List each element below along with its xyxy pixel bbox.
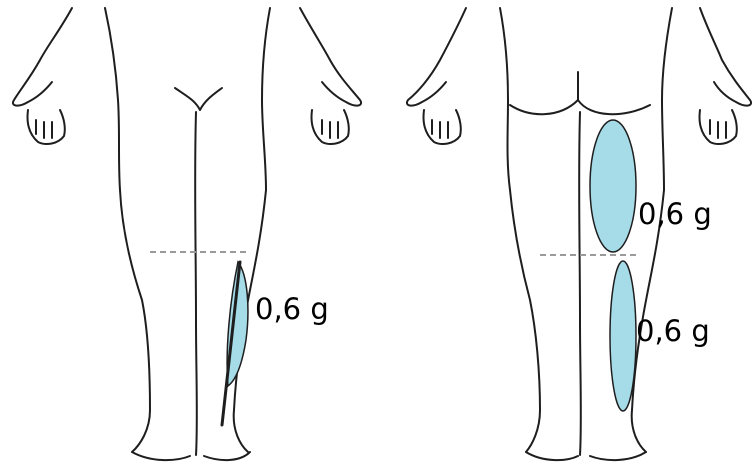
back-calf-dose-label: 0,6 g bbox=[636, 317, 710, 346]
back-torso-left-side bbox=[500, 8, 510, 190]
back-feet bbox=[526, 452, 646, 460]
front-leg-inner-line bbox=[195, 112, 197, 455]
front-left-shoulder-arm bbox=[13, 8, 72, 106]
front-right-fingers bbox=[322, 120, 338, 138]
back-right-shoulder-arm bbox=[700, 8, 751, 106]
back-calf-marker bbox=[610, 261, 636, 411]
back-leg-inner-line bbox=[579, 112, 581, 455]
back-right-fingers bbox=[710, 120, 726, 138]
front-figure bbox=[13, 8, 361, 460]
back-thigh-dose-label: 0,6 g bbox=[638, 200, 712, 229]
back-thigh-marker bbox=[590, 120, 636, 252]
front-feet bbox=[132, 452, 250, 460]
back-figure bbox=[407, 8, 751, 460]
front-shin-dose-label: 0,6 g bbox=[255, 295, 329, 324]
front-left-hand bbox=[27, 110, 64, 144]
back-torso-right-side bbox=[662, 8, 672, 190]
front-left-fingers bbox=[36, 120, 52, 138]
back-left-shoulder-arm bbox=[407, 8, 466, 106]
front-torso-right-side bbox=[262, 8, 270, 190]
front-torso-left-side bbox=[105, 8, 120, 190]
front-right-shoulder-arm bbox=[300, 8, 361, 106]
front-crotch bbox=[175, 88, 222, 110]
front-left-leg-outer bbox=[120, 190, 150, 452]
back-left-leg-outer bbox=[510, 190, 540, 452]
back-left-hand bbox=[423, 110, 460, 144]
back-left-fingers bbox=[432, 120, 448, 138]
